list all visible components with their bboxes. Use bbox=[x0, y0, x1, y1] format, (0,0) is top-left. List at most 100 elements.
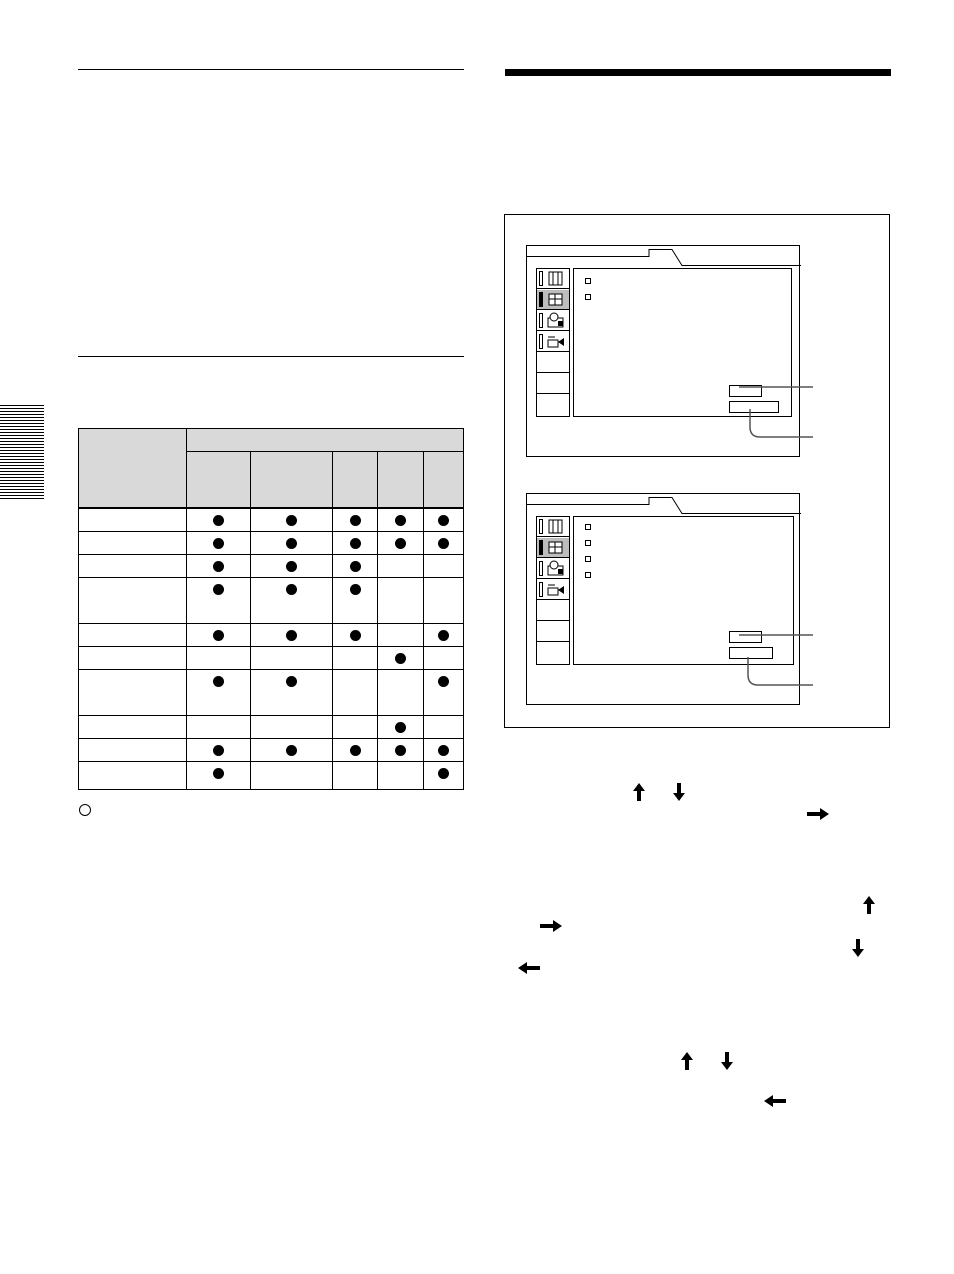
picture-icon[interactable] bbox=[537, 538, 569, 558]
row-label bbox=[78, 531, 187, 555]
table-cell bbox=[250, 531, 333, 555]
table-cell bbox=[422, 738, 465, 762]
left-arrow-icon bbox=[518, 962, 540, 974]
table-cell bbox=[250, 761, 333, 790]
table-header-span bbox=[185, 428, 465, 452]
table-cell bbox=[422, 715, 465, 739]
table-cell bbox=[186, 623, 251, 647]
table-cell bbox=[332, 761, 378, 790]
content-pane-2 bbox=[573, 516, 794, 665]
compatibility-table bbox=[78, 428, 465, 790]
table-row bbox=[78, 577, 465, 624]
compatible-dot-icon bbox=[395, 538, 406, 549]
installation-icon[interactable] bbox=[537, 332, 569, 352]
row-label bbox=[78, 738, 187, 762]
table-row bbox=[78, 554, 465, 578]
table-cell bbox=[250, 577, 333, 624]
setting-icon[interactable] bbox=[537, 311, 569, 331]
row-label bbox=[78, 506, 187, 532]
menu-item-bullet[interactable] bbox=[585, 572, 591, 578]
up-arrow-icon bbox=[633, 783, 645, 801]
column-header bbox=[332, 451, 378, 508]
compatible-dot-icon bbox=[438, 538, 450, 549]
compatible-dot-icon bbox=[213, 630, 224, 641]
column-header bbox=[377, 451, 424, 508]
table-header-corner bbox=[78, 428, 187, 508]
table-cell bbox=[250, 646, 333, 670]
legend-circle-icon bbox=[79, 804, 91, 816]
table-cell bbox=[377, 715, 424, 739]
compatible-dot-icon bbox=[395, 514, 406, 526]
picture-icon[interactable] bbox=[537, 290, 569, 310]
compatible-dot-icon bbox=[438, 768, 450, 779]
blank-icon-cell bbox=[537, 395, 569, 415]
blank-icon-cell bbox=[537, 353, 569, 373]
table-cell bbox=[377, 623, 424, 647]
status-box bbox=[729, 631, 762, 643]
table-cell bbox=[377, 761, 424, 790]
table-cell bbox=[332, 531, 378, 555]
down-arrow-icon bbox=[721, 1052, 733, 1070]
compatible-dot-icon bbox=[349, 745, 361, 756]
compatible-dot-icon bbox=[286, 676, 297, 687]
compatible-dot-icon bbox=[286, 538, 297, 549]
menu-screen-1 bbox=[526, 245, 801, 457]
compatible-dot-icon bbox=[438, 676, 450, 687]
compatible-dot-icon bbox=[213, 584, 224, 595]
table-cell bbox=[377, 577, 424, 624]
compatible-dot-icon bbox=[213, 676, 224, 687]
compatible-dot-icon bbox=[438, 514, 450, 526]
setting-icon[interactable] bbox=[537, 559, 569, 579]
section-rule-middle bbox=[78, 356, 464, 357]
table-cell bbox=[332, 669, 378, 716]
installation-icon[interactable] bbox=[537, 580, 569, 600]
menu-item-bullet[interactable] bbox=[585, 540, 591, 546]
compatible-dot-icon bbox=[349, 561, 361, 572]
chapter-side-tab bbox=[0, 405, 44, 500]
table-cell bbox=[332, 506, 378, 532]
table-cell bbox=[186, 738, 251, 762]
table-row bbox=[78, 715, 465, 739]
column-header bbox=[250, 451, 333, 508]
table-cell bbox=[422, 761, 465, 790]
table-row bbox=[78, 531, 465, 555]
menu-item-bullet[interactable] bbox=[585, 556, 591, 562]
input-icon[interactable] bbox=[537, 269, 569, 289]
callout-lines-2 bbox=[739, 634, 813, 686]
compatible-dot-icon bbox=[349, 584, 361, 595]
compatible-dot-icon bbox=[286, 584, 297, 595]
table-cell bbox=[377, 738, 424, 762]
table-cell bbox=[250, 669, 333, 716]
compatible-dot-icon bbox=[395, 653, 406, 664]
menu-tab-outline bbox=[527, 249, 801, 266]
menu-screen-2 bbox=[526, 493, 801, 705]
menu-item-bullet[interactable] bbox=[585, 524, 591, 530]
content-pane-1 bbox=[573, 268, 792, 417]
table-cell bbox=[186, 646, 251, 670]
table-cell bbox=[250, 738, 333, 762]
table-cell bbox=[422, 506, 465, 532]
compatible-dot-icon bbox=[349, 538, 361, 549]
table-cell bbox=[332, 623, 378, 647]
compatible-dot-icon bbox=[213, 538, 224, 549]
table-cell bbox=[186, 715, 251, 739]
compatible-dot-icon bbox=[286, 561, 297, 572]
blank-icon-cell bbox=[537, 643, 569, 663]
table-row bbox=[78, 646, 465, 670]
table-cell bbox=[377, 554, 424, 578]
compatible-dot-icon bbox=[286, 745, 297, 756]
table-cell bbox=[186, 761, 251, 790]
table-cell bbox=[422, 623, 465, 647]
menu-item-bullet[interactable] bbox=[585, 294, 591, 300]
blank-icon-cell bbox=[537, 601, 569, 621]
icon-column-1 bbox=[536, 268, 570, 417]
right-arrow-icon bbox=[540, 920, 562, 932]
compatible-dot-icon bbox=[213, 514, 224, 526]
input-icon[interactable] bbox=[537, 517, 569, 537]
table-cell bbox=[422, 577, 465, 624]
table-cell bbox=[186, 577, 251, 624]
menu-item-bullet[interactable] bbox=[585, 278, 591, 284]
compatible-dot-icon bbox=[349, 630, 361, 641]
compatible-dot-icon bbox=[395, 745, 406, 756]
row-label bbox=[78, 554, 187, 578]
